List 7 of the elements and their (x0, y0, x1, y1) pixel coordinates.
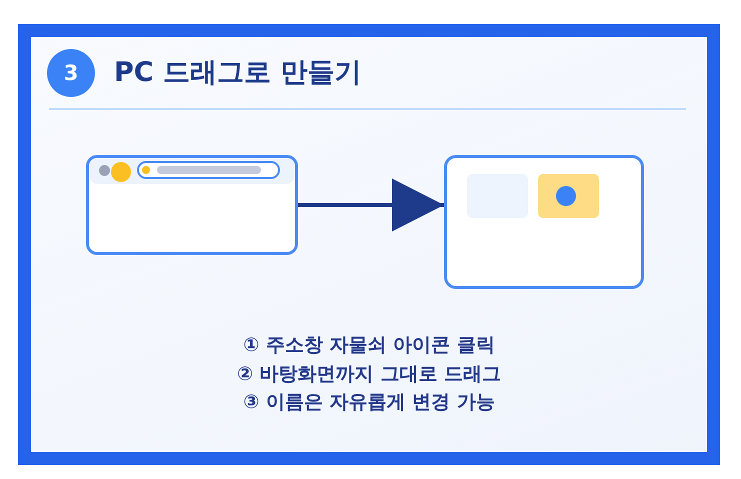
instruction-text: ③ 이름은 자유롭게 변경 가능 (243, 390, 495, 415)
title: PC 드래그로 만들기 (114, 56, 362, 90)
instruction-text: ② 바탕화면까지 그대로 드래그 (237, 362, 501, 387)
desktop-window (444, 155, 644, 289)
instruction-text: ① 주소창 자물쇠 아이콘 클릭 (243, 333, 495, 358)
arrow (296, 178, 446, 232)
browser-window (86, 155, 298, 255)
